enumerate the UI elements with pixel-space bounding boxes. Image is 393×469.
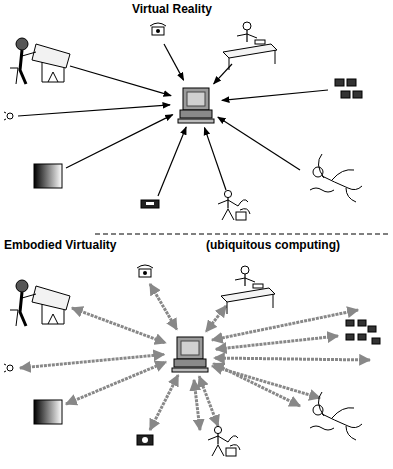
input-arrow	[158, 127, 186, 196]
input-arrow	[218, 117, 300, 170]
input-arrow	[164, 44, 184, 80]
two-way-arrow	[72, 308, 166, 343]
two-way-arrow	[212, 310, 358, 340]
two-way-arrow	[194, 380, 200, 430]
floating-figure	[310, 392, 362, 440]
two-way-arrow	[150, 375, 178, 430]
computer-icon	[172, 337, 208, 372]
display-panel	[34, 164, 62, 188]
gardener	[208, 426, 240, 456]
two-way-arrow	[150, 284, 177, 330]
two-way-arrow	[214, 358, 370, 360]
telephone	[150, 23, 166, 35]
two-way-arrow	[20, 354, 164, 368]
input-arrow	[204, 128, 226, 190]
divider-line	[95, 233, 390, 234]
computer-icon	[178, 88, 214, 123]
arrow-group	[18, 44, 370, 430]
input-arrow	[222, 90, 328, 100]
two-way-arrow	[199, 376, 218, 426]
telephone	[137, 265, 153, 277]
printer	[141, 200, 159, 208]
light-bulb	[4, 112, 13, 120]
gardener	[218, 190, 250, 220]
section-heading: Embodied Virtuality	[2, 238, 118, 252]
input-arrow	[70, 66, 171, 96]
light-bulb	[4, 364, 13, 372]
tiles	[346, 320, 380, 344]
display-panel	[34, 400, 62, 424]
drafting-figure	[10, 280, 70, 326]
two-way-arrow	[206, 306, 226, 332]
two-way-arrow	[212, 366, 320, 398]
input-arrow	[66, 115, 173, 168]
section-heading: (ubiquitous computing)	[204, 238, 342, 252]
desk-worker	[221, 266, 275, 314]
tiles	[335, 79, 362, 98]
camera	[137, 435, 153, 445]
section-heading: Virtual Reality	[130, 2, 214, 16]
floating-figure	[310, 154, 362, 202]
drafting-figure	[10, 38, 70, 84]
two-way-arrow	[66, 362, 166, 404]
desk-worker	[223, 22, 277, 70]
input-arrow	[18, 105, 170, 116]
two-way-arrow	[216, 336, 338, 349]
